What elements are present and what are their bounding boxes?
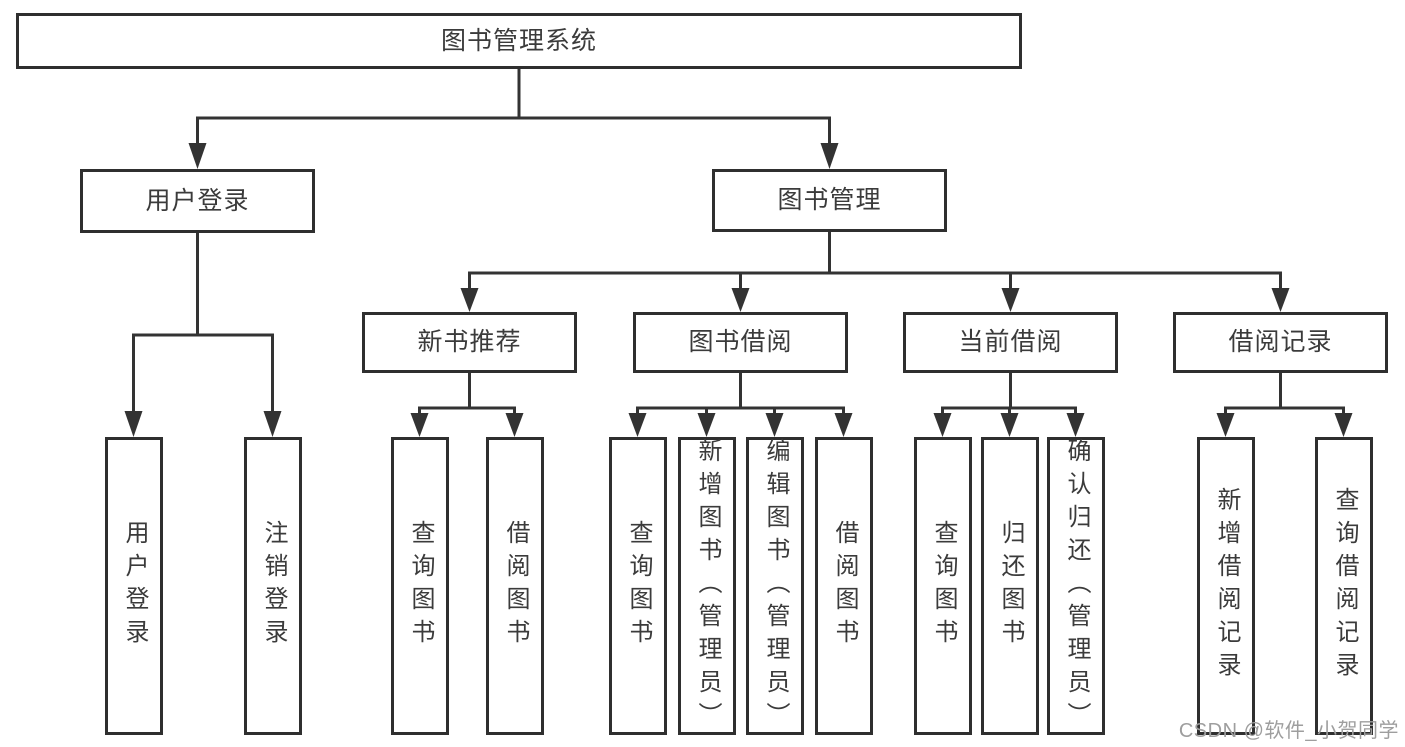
- leaf-borrow-books: 借阅图书: [815, 437, 873, 735]
- leaf-query-books-borrow-label: 查询图书: [625, 520, 652, 652]
- leaf-edit-book-admin: 编辑图书（管理员）: [746, 437, 804, 735]
- leaf-borrow-books-recommend: 借阅图书: [486, 437, 544, 735]
- node-root-label: 图书管理系统: [440, 26, 597, 55]
- leaf-query-borrow-record: 查询借阅记录: [1315, 437, 1373, 735]
- node-current-borrow: 当前借阅: [903, 312, 1118, 373]
- node-book-borrow-label: 图书借阅: [688, 328, 793, 356]
- leaf-query-books-recommend: 查询图书: [391, 437, 449, 735]
- leaf-add-book-admin: 新增图书（管理员）: [678, 437, 736, 735]
- node-borrow-records-label: 借阅记录: [1228, 328, 1333, 356]
- connector-book-borrow: [628, 373, 853, 437]
- leaf-query-books-current: 查询图书: [914, 437, 972, 735]
- leaf-add-book-admin-label: 新增图书（管理员）: [694, 437, 721, 735]
- leaf-query-books-current-label: 查询图书: [930, 520, 957, 652]
- leaf-logout: 注销登录: [244, 437, 302, 735]
- leaf-borrow-books-recommend-label: 借阅图书: [502, 520, 529, 652]
- leaf-user-login: 用户登录: [105, 437, 163, 735]
- node-book-management-label: 图书管理: [777, 186, 882, 214]
- node-current-borrow-label: 当前借阅: [958, 328, 1063, 356]
- leaf-add-borrow-record: 新增借阅记录: [1197, 437, 1255, 735]
- leaf-add-borrow-record-label: 新增借阅记录: [1213, 487, 1240, 685]
- leaf-return-book-label: 归还图书: [997, 520, 1024, 652]
- node-root: 图书管理系统: [16, 13, 1022, 69]
- leaf-logout-label: 注销登录: [260, 520, 287, 652]
- leaf-user-login-label: 用户登录: [121, 520, 148, 652]
- leaf-query-books-recommend-label: 查询图书: [407, 520, 434, 652]
- node-new-book-recommend-label: 新书推荐: [417, 328, 522, 356]
- leaf-confirm-return-admin: 确认归还（管理员）: [1047, 437, 1105, 735]
- watermark: CSDN @软件_小贺同学: [1178, 720, 1399, 742]
- connector-root: [188, 68, 839, 169]
- node-new-book-recommend: 新书推荐: [362, 312, 577, 373]
- leaf-query-borrow-record-label: 查询借阅记录: [1331, 487, 1358, 685]
- connector-borrow-records: [1216, 373, 1353, 437]
- leaf-return-book: 归还图书: [981, 437, 1039, 735]
- leaf-confirm-return-admin-label: 确认归还（管理员）: [1063, 437, 1090, 735]
- leaf-edit-book-admin-label: 编辑图书（管理员）: [762, 437, 789, 735]
- node-book-management: 图书管理: [712, 169, 947, 232]
- connector-book-management: [460, 232, 1290, 312]
- node-user-login-label: 用户登录: [145, 186, 250, 215]
- node-user-login: 用户登录: [80, 169, 315, 233]
- leaf-borrow-books-label: 借阅图书: [831, 520, 858, 652]
- node-borrow-records: 借阅记录: [1173, 312, 1388, 373]
- connector-new-book-recommend: [410, 373, 524, 437]
- leaf-query-books-borrow: 查询图书: [609, 437, 667, 735]
- node-book-borrow: 图书借阅: [633, 312, 848, 373]
- connector-user-login: [124, 233, 282, 437]
- connector-current-borrow: [933, 373, 1085, 437]
